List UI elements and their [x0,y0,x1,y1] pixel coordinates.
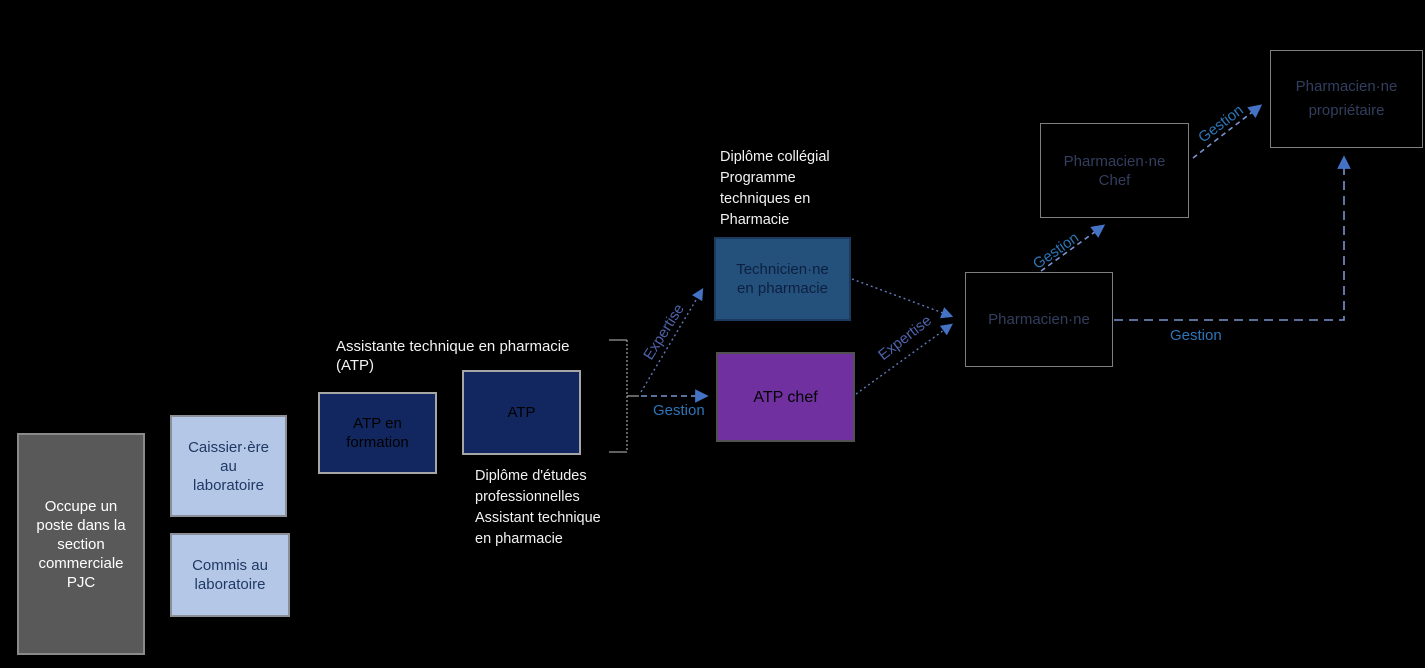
box-pharmacienne-chef: Pharmacien·ne Chef [1040,123,1189,218]
annotation-collegial-diploma: Diplôme collégial Programme techniques e… [720,149,830,228]
box-pharmacienne-proprietaire-label: Pharmacien·ne propriétaire [1295,78,1398,119]
box-atp: ATP [462,370,581,455]
annotation-dep-diploma: Diplôme d'études professionnelles Assist… [475,468,601,547]
edge-label-expertise-bracket: Expertise [640,300,688,364]
atp-group-bracket [609,339,639,453]
box-caissiere-label: Caissier·ère au laboratoire [188,438,269,494]
box-caissiere: Caissier·ère au laboratoire [170,415,287,517]
box-atp-label: ATP [507,404,536,421]
edge-label-gestion-to-proprietaire: Gestion [1195,101,1247,147]
box-atp-chef-label: ATP chef [753,388,818,406]
edge-label-gestion-bracket: Gestion [653,402,705,419]
box-commis: Commis au laboratoire [170,533,290,617]
edge-label-gestion-right: Gestion [1170,327,1222,344]
box-section-commerciale-label: Occupe un poste dans la section commerci… [36,497,126,591]
box-pharmacienne-proprietaire: Pharmacien·ne propriétaire [1270,50,1423,148]
box-pharmacienne-label: Pharmacien·ne [988,311,1090,328]
box-technicienne-label: Technicien·ne en pharmacie [736,261,829,297]
edge-label-gestion-to-chef: Gestion [1029,229,1083,273]
box-pharmacienne: Pharmacien·ne [965,272,1113,367]
box-pharmacienne-chef-label: Pharmacien·ne Chef [1063,152,1166,189]
box-atp-chef: ATP chef [716,352,855,442]
box-atp-en-formation-label: ATP en formation [346,415,409,451]
box-commis-label: Commis au laboratoire [192,557,268,593]
annotation-atp-title: Assistante technique en pharmacie (ATP) [336,338,570,374]
box-atp-en-formation: ATP en formation [318,392,437,474]
arrow-technicienne-to-pharmacienne [851,278,954,319]
edge-label-expertise-mid: Expertise [875,312,935,364]
box-technicienne: Technicien·ne en pharmacie [714,237,851,321]
box-section-commerciale: Occupe un poste dans la section commerci… [17,433,145,655]
